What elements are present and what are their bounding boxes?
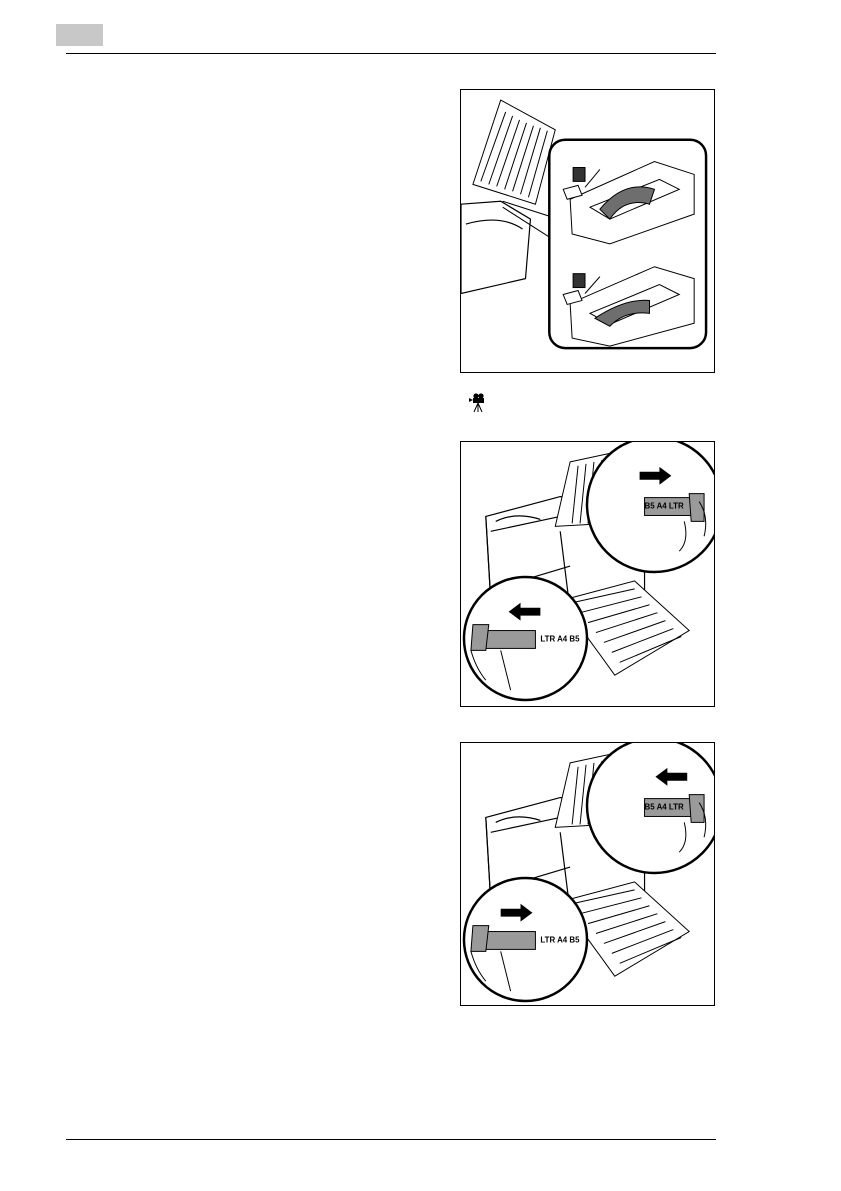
paper-stack [473, 100, 555, 204]
video-camera-icon [468, 393, 486, 413]
scale-label-bottom: LTR A4 B5 [540, 935, 580, 944]
guide-inset-bottom: LTR A4 B5 [464, 577, 587, 700]
chapter-tab [56, 24, 103, 46]
figure-paper-guides-1: B5 A4 LTR LTR A4 B5 [460, 441, 715, 707]
printer-body [461, 201, 530, 293]
scale-label-top: B5 A4 LTR [645, 803, 684, 812]
scale-label-top: B5 A4 LTR [645, 502, 684, 511]
header-rule [66, 53, 716, 54]
scale-label-bottom: LTR A4 B5 [540, 634, 580, 643]
guide-inset-top: B5 A4 LTR [587, 442, 714, 572]
guide-inset-bottom: LTR A4 B5 [464, 878, 587, 1001]
footer-rule [66, 1139, 716, 1140]
guide-inset-top: B5 A4 LTR [587, 743, 714, 873]
lever-inset [549, 140, 706, 348]
figure-paper-lever [460, 89, 715, 373]
figure-paper-guides-2: B5 A4 LTR LTR A4 B5 [460, 742, 715, 1006]
